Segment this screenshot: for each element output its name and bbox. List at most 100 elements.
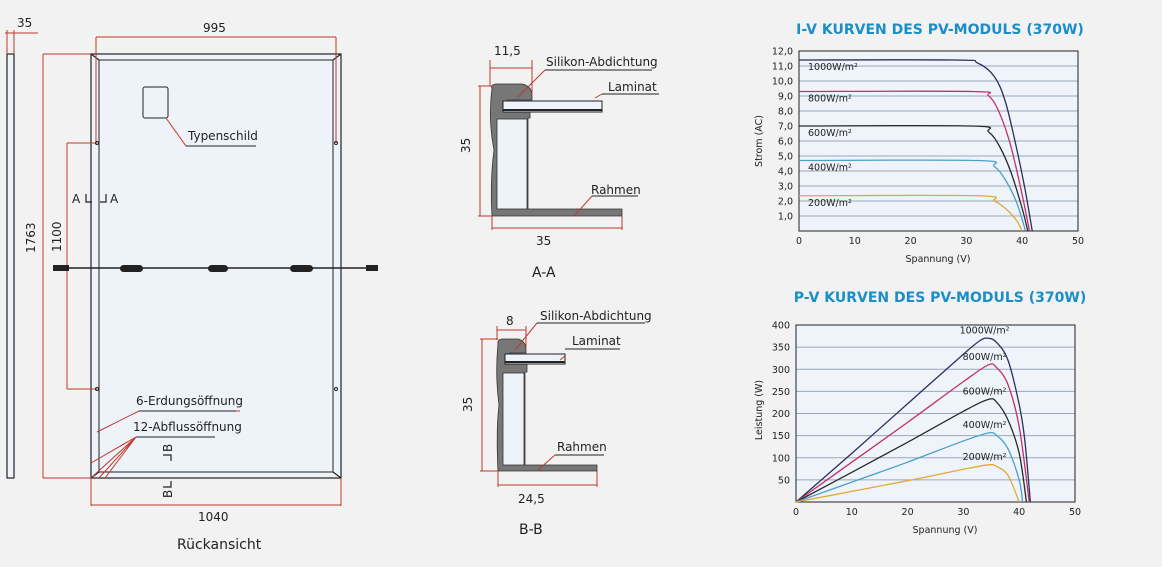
- junction-box-1: [120, 265, 143, 272]
- iv-y-tick-label: 5,0: [778, 152, 793, 163]
- pv-y-tick-label: 300: [772, 365, 790, 376]
- iv-x-tick-label: 0: [796, 236, 802, 247]
- pv-y-tick-label: 200: [772, 409, 790, 420]
- pv-series-label: 600W/m²: [963, 386, 1007, 397]
- iv-plot-border: [798, 50, 1079, 232]
- bb-height-label: 35: [461, 397, 475, 412]
- iv-x-tick-label: 20: [905, 236, 917, 247]
- bb-base-width-label: 24,5: [518, 492, 545, 506]
- iv-x-tick-label: 10: [849, 236, 861, 247]
- pv-series-label: 400W/m²: [963, 420, 1007, 431]
- total-height-label: 1763: [24, 222, 38, 253]
- iv-series-line-0: [798, 59, 1033, 232]
- iv-x-tick-label: 40: [1016, 236, 1028, 247]
- side-width-dimension: [5, 30, 38, 54]
- pv-y-axis-label: Leistung (W): [754, 380, 765, 440]
- connector-left: [53, 265, 69, 271]
- iv-series-line-2: [798, 124, 1029, 232]
- iv-y-tick-label: 11,0: [772, 62, 793, 73]
- section-bb-drawing: 8 Silikon-Abdichtung Laminat 35 Rahmen 2…: [461, 309, 652, 538]
- pv-series-line-4: [795, 464, 1020, 503]
- iv-y-tick-label: 6,0: [778, 137, 793, 148]
- total-width-dimension: [90, 478, 342, 506]
- aa-title: A-A: [532, 265, 556, 281]
- laminate-aa: [502, 100, 603, 113]
- pv-series-line-2: [795, 398, 1028, 503]
- connector-right: [366, 265, 378, 271]
- iv-series-label: 600W/m²: [808, 128, 852, 139]
- iv-series-line-1: [798, 90, 1031, 232]
- iv-series-label: 400W/m²: [808, 163, 852, 174]
- iv-chart-title: I-V KURVEN DES PV-MODULS (370W): [796, 22, 1084, 38]
- pv-y-tick-label: 150: [772, 431, 790, 442]
- total-height-dimension: [42, 53, 91, 479]
- pv-y-tick-label: 100: [772, 453, 790, 464]
- pv-x-tick-label: 40: [1013, 507, 1025, 518]
- aa-frame-label: Rahmen: [591, 183, 641, 197]
- iv-y-tick-label: 7,0: [778, 122, 793, 133]
- section-b-marker-bottom: B: [161, 490, 175, 498]
- frame-width-label: 995: [203, 21, 226, 35]
- pv-y-tick-label: 350: [772, 343, 790, 354]
- rear-view-drawing: 35 995 1763 1100 Typenschild A A 6-Erdun…: [5, 16, 378, 553]
- nameplate-outline: [142, 86, 169, 119]
- nameplate-label: Typenschild: [187, 129, 258, 143]
- pv-y-tick-label: 250: [772, 387, 790, 398]
- pv-x-axis-label: Spannung (V): [913, 525, 978, 536]
- pv-y-tick-label: 400: [772, 321, 790, 332]
- drain-holes-label: 12-Abflussöffnung: [133, 420, 242, 434]
- laminate-bb: [504, 353, 566, 365]
- iv-y-tick-label: 10,0: [772, 77, 793, 88]
- bb-frame-label: Rahmen: [557, 440, 607, 454]
- pv-plot-border: [795, 324, 1076, 503]
- side-width-label: 35: [17, 16, 32, 30]
- pv-series-line-3: [795, 431, 1024, 503]
- junction-box-2: [208, 265, 228, 272]
- pv-x-tick-label: 30: [957, 507, 969, 518]
- pv-chart-title: P-V KURVEN DES PV-MODULS (370W): [794, 290, 1086, 306]
- bb-sealant-label: Silikon-Abdichtung: [540, 309, 652, 323]
- iv-curve-chart: I-V KURVEN DES PV-MODULS (370W) Spannung…: [754, 22, 1084, 265]
- iv-y-tick-label: 2,0: [778, 197, 793, 208]
- iv-x-axis-label: Spannung (V): [906, 254, 971, 265]
- iv-y-tick-label: 8,0: [778, 107, 793, 118]
- pv-series-label: 200W/m²: [963, 452, 1007, 463]
- pv-curve-chart: P-V KURVEN DES PV-MODULS (370W) Spannung…: [754, 290, 1086, 536]
- iv-series-label: 1000W/m²: [808, 62, 858, 73]
- aa-base-width-label: 35: [536, 234, 551, 248]
- iv-y-tick-label: 3,0: [778, 182, 793, 193]
- bb-lip-width-label: 8: [506, 314, 514, 328]
- aa-height-label: 35: [459, 138, 473, 153]
- aa-laminate-label: Laminat: [608, 80, 657, 94]
- junction-box-3: [290, 265, 313, 272]
- iv-y-tick-label: 1,0: [778, 212, 793, 223]
- junction-cables: [53, 265, 378, 272]
- side-profile: [6, 53, 15, 479]
- iv-series-line-3: [798, 159, 1027, 232]
- iv-y-axis-label: Strom (AC): [754, 115, 765, 167]
- total-width-label: 1040: [198, 510, 229, 524]
- iv-series-line-4: [798, 194, 1023, 232]
- section-a-marker-right: A: [110, 192, 119, 206]
- section-a-marker-left: A: [72, 192, 81, 206]
- frame-width-dimension: [95, 36, 337, 143]
- pv-y-tick-label: 50: [778, 475, 790, 486]
- pv-series-label: 1000W/m²: [960, 325, 1010, 336]
- iv-series-label: 200W/m²: [808, 198, 852, 209]
- pv-x-tick-label: 50: [1069, 507, 1081, 518]
- aa-sealant-label: Silikon-Abdichtung: [546, 55, 658, 69]
- section-aa-drawing: 11,5 Silikon-Abdichtung Laminat 35 Rahme…: [459, 44, 659, 281]
- pv-x-tick-label: 0: [793, 507, 799, 518]
- mount-spacing-label: 1100: [50, 221, 64, 252]
- iv-x-tick-label: 50: [1072, 236, 1084, 247]
- pv-x-tick-label: 20: [902, 507, 914, 518]
- rear-view-title: Rückansicht: [177, 537, 262, 553]
- iv-series-label: 800W/m²: [808, 94, 852, 105]
- iv-y-tick-label: 4,0: [778, 167, 793, 178]
- pv-series-label: 800W/m²: [963, 352, 1007, 363]
- bb-laminate-label: Laminat: [572, 334, 621, 348]
- grounding-holes-label: 6-Erdungsöffnung: [136, 394, 243, 408]
- pv-x-tick-label: 10: [846, 507, 858, 518]
- section-b-marker-top: B: [161, 444, 175, 452]
